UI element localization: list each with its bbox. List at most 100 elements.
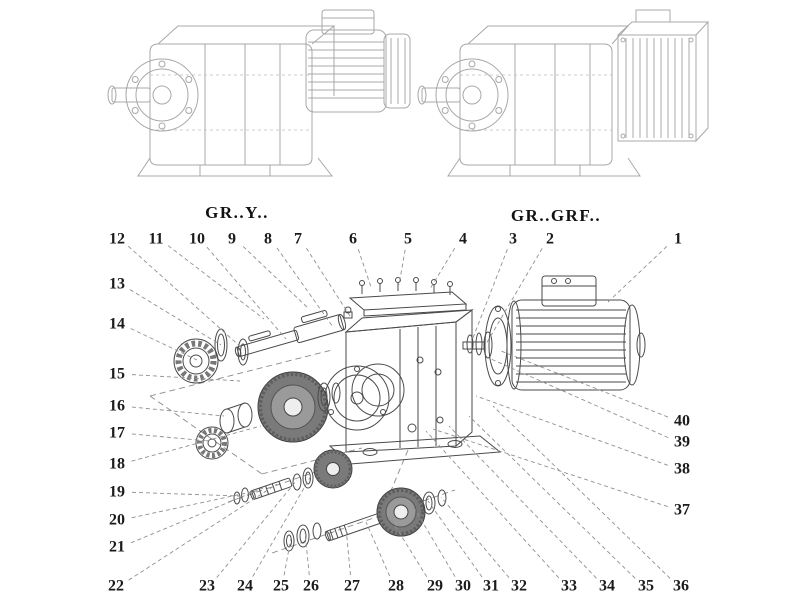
callout-number: 20 xyxy=(109,512,125,529)
exploded-view xyxy=(149,275,646,554)
callout-leader-line xyxy=(252,475,312,577)
gear-washers xyxy=(317,382,341,412)
gearbox-housing xyxy=(328,309,502,465)
callout-number: 16 xyxy=(109,398,125,415)
callout-leader-line xyxy=(345,527,351,576)
bearing-cover xyxy=(324,365,390,431)
variant-label-gr-y: GR..Y.. xyxy=(205,203,269,222)
callout-leader-line xyxy=(475,395,669,466)
callout-number: 40 xyxy=(674,413,690,430)
callout-leader-line xyxy=(304,532,310,576)
callout-leader-line xyxy=(216,479,298,578)
bearing-large xyxy=(173,338,219,384)
callout-leader-line xyxy=(128,483,278,581)
output-shaft xyxy=(234,310,347,358)
callout-number: 25 xyxy=(273,578,289,595)
assembled-view-gr-grf xyxy=(417,9,710,177)
callout-number: 7 xyxy=(294,231,302,248)
callout-number: 31 xyxy=(483,578,499,595)
callout-leader-line xyxy=(131,491,252,519)
callout-number: 1 xyxy=(674,231,682,248)
callout-leader-line xyxy=(448,425,597,579)
callout-number: 23 xyxy=(199,578,215,595)
callout-leader-line xyxy=(130,487,264,544)
callout-number: 14 xyxy=(109,316,125,333)
intermediate-gear-set xyxy=(233,449,353,505)
callout-number: 9 xyxy=(228,231,236,248)
callout-number: 4 xyxy=(459,231,467,248)
callout-leader-line xyxy=(206,246,287,340)
callout-leader-line xyxy=(607,246,668,303)
callout-leader-line xyxy=(492,405,671,579)
callout-leader-lines xyxy=(127,245,671,581)
motor-ghost xyxy=(305,9,411,113)
motor xyxy=(462,275,646,391)
retaining-ring xyxy=(237,338,249,366)
callout-number: 26 xyxy=(303,578,319,595)
callout-number: 32 xyxy=(511,578,527,595)
callout-leader-line xyxy=(485,248,543,345)
gear-large xyxy=(257,371,329,443)
callout-number: 30 xyxy=(455,578,471,595)
callout-number: 6 xyxy=(349,231,357,248)
callout-leader-line xyxy=(440,496,510,579)
callout-number: 39 xyxy=(674,434,690,451)
callout-number: 10 xyxy=(189,231,205,248)
callout-leader-line xyxy=(127,245,244,350)
callout-number: 18 xyxy=(109,456,125,473)
callout-leader-line xyxy=(283,537,292,576)
callout-number: 15 xyxy=(109,366,125,383)
callout-number: 27 xyxy=(344,578,360,595)
spacer-sleeve xyxy=(219,402,253,434)
callout-number: 35 xyxy=(638,578,654,595)
callout-number: 38 xyxy=(674,461,690,478)
seal-ring xyxy=(214,328,228,362)
callout-leader-line xyxy=(130,328,198,361)
callout-leader-line xyxy=(131,433,210,442)
callout-leader-line xyxy=(427,500,483,578)
callout-leader-line xyxy=(398,249,406,286)
callout-leader-line xyxy=(131,425,262,462)
callout-leader-line xyxy=(470,249,508,344)
callout-leader-line xyxy=(131,491,241,497)
callout-number: 33 xyxy=(561,578,577,595)
callout-leader-line xyxy=(131,406,225,417)
callout-number: 8 xyxy=(264,231,272,248)
input-shaft-set xyxy=(283,487,447,552)
assembled-view-gr-y xyxy=(107,9,411,177)
callout-number: 11 xyxy=(148,231,163,248)
callout-leader-line xyxy=(388,515,428,578)
callout-leader-line xyxy=(500,350,669,418)
housing-cover-plate xyxy=(343,277,468,319)
callout-number: 29 xyxy=(427,578,443,595)
brake-housing-ghost xyxy=(617,9,710,143)
callout-leader-line xyxy=(365,521,391,577)
callout-leader-line xyxy=(432,428,668,508)
callout-leader-line xyxy=(242,246,310,310)
callout-leader-line xyxy=(468,415,636,579)
callout-number: 17 xyxy=(109,425,125,442)
callout-number: 21 xyxy=(109,539,125,556)
callout-number: 24 xyxy=(237,578,253,595)
callout-number: 3 xyxy=(509,231,517,248)
callout-leader-line xyxy=(306,247,351,317)
callout-number: 37 xyxy=(674,502,690,519)
callout-number: 2 xyxy=(546,231,554,248)
callout-leader-line xyxy=(429,247,456,290)
cover-bolts xyxy=(359,277,453,295)
callout-leader-line xyxy=(276,247,334,328)
callout-leader-line xyxy=(425,430,560,579)
callout-leader-line xyxy=(167,245,265,320)
callout-number: 12 xyxy=(109,231,125,248)
callout-leader-line xyxy=(490,358,669,439)
callout-number: 13 xyxy=(109,276,125,293)
callout-number: 28 xyxy=(388,578,404,595)
callout-number: 22 xyxy=(108,578,124,595)
callout-number: 5 xyxy=(404,231,412,248)
variant-label-gr-grf: GR..GRF.. xyxy=(511,206,601,225)
callout-number: 34 xyxy=(599,578,615,595)
callout-leader-line xyxy=(129,289,222,346)
